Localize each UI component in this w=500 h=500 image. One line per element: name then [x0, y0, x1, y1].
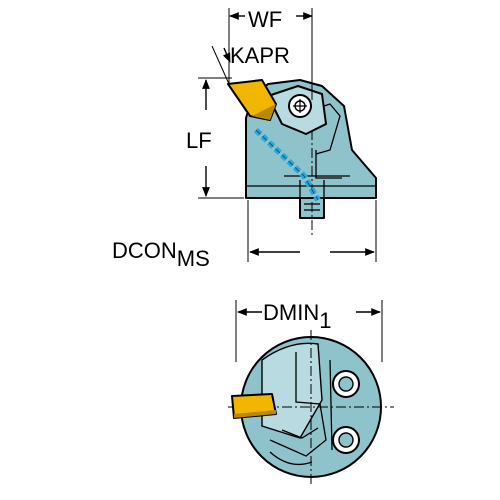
mounting-hole-top: [332, 370, 360, 398]
wf-label: WF: [248, 7, 282, 32]
mounting-hole-bottom: [332, 426, 360, 454]
dcon-label: DCONMS: [112, 238, 210, 271]
wf-dimension: WF: [228, 7, 313, 100]
kapr-label: KAPR: [230, 43, 290, 68]
dcon-dimension: DCONMS: [112, 200, 377, 271]
kapr-dimension: KAPR: [211, 43, 290, 85]
lf-label: LF: [186, 128, 212, 153]
end-view: DMIN1: [228, 300, 394, 484]
dmin-label: DMIN1: [263, 300, 331, 333]
side-view: [227, 79, 377, 236]
lf-dimension: LF: [186, 77, 244, 199]
